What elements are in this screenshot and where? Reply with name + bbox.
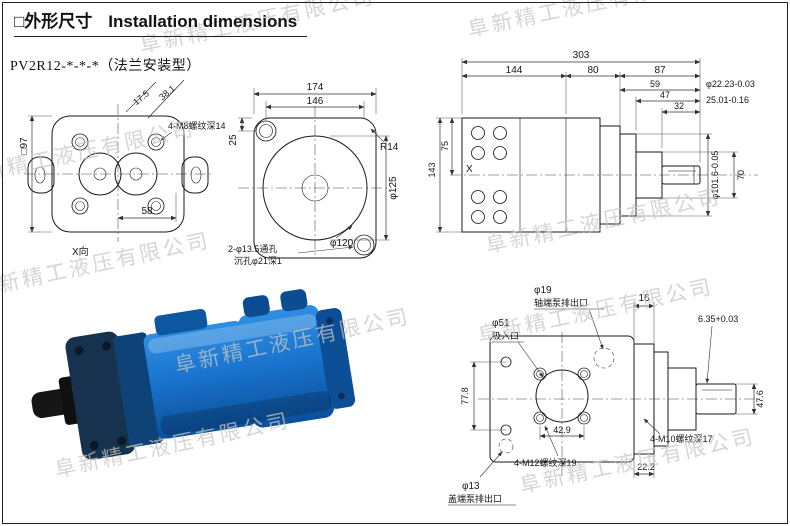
note-counterbore: 沉孔φ21深1 (234, 256, 282, 266)
outlet-port-circle (593, 347, 615, 369)
dim-32: 32 (674, 101, 684, 111)
dim-87: 87 (654, 65, 666, 76)
dim-pilot-diameter: φ101.6-0.05 (710, 151, 720, 200)
pump-port-boss (280, 289, 308, 312)
view-ports: φ19 轴端泵排出口 φ51 吸入口 16 6.35+0.03 77.8 (448, 285, 765, 506)
dim-146: 146 (307, 96, 324, 107)
dim-shaft-diameter: φ22.23-0.03 (706, 79, 755, 89)
section-title-en: Installation dimensions (108, 12, 298, 31)
view-direction-label: X向 (72, 245, 89, 258)
dim-303: 303 (573, 50, 590, 61)
dim-58: 58 (141, 206, 153, 217)
dim-47-6: 47.6 (755, 390, 765, 408)
note-through-holes: 2-φ13.5通孔 (228, 244, 277, 254)
dim-47: 47 (660, 90, 670, 100)
pump-photo (31, 289, 356, 460)
dim-143: 143 (427, 162, 437, 177)
dim-r14: R14 (380, 142, 399, 153)
view-rear-mounting: □97 17.5 38.1 58 4-M8螺纹深14 X向 (19, 79, 226, 258)
dim-16: 16 (638, 293, 650, 304)
section-mark-x: X (466, 164, 473, 175)
drain-name-label: 盖端泵排出口 (448, 493, 502, 504)
dim-dia120: φ120 (330, 238, 354, 249)
drain-port-circle (498, 438, 514, 454)
dim-174: 174 (307, 82, 324, 93)
dim-square-97: □97 (19, 137, 30, 155)
outlet-diameter-label: φ19 (534, 285, 552, 296)
dim-80: 80 (587, 65, 599, 76)
flange-pilot-circle (262, 135, 368, 241)
dim-75: 75 (440, 141, 450, 151)
model-label: PV2R12-*-*-*（法兰安装型） (10, 59, 201, 74)
note-m10-threads: 4-M10螺纹深17 (650, 433, 713, 444)
note-m8-threads: 4-M8螺纹深14 (168, 120, 226, 131)
pump-main-body (143, 320, 257, 439)
inlet-name-label: 吸入口 (492, 331, 519, 341)
dim-59: 59 (650, 79, 660, 89)
dim-dia125: φ125 (388, 176, 399, 200)
note-m12-threads: 4-M12螺纹深19 (514, 457, 577, 468)
view-flange: 174 146 R14 25 φ125 φ120 2-φ13.5通孔 (228, 82, 399, 266)
outlet-name-label: 轴端泵排出口 (534, 297, 588, 308)
dim-key-width: 6.35+0.03 (698, 314, 738, 324)
dim-77-8: 77.8 (460, 387, 470, 405)
dim-38-1: 38.1 (157, 83, 177, 102)
flange-outline (253, 117, 377, 259)
dim-17-5: 17.5 (131, 88, 151, 107)
section-title: □外形尺寸 Installation dimensions (14, 7, 308, 37)
section-title-cn: □外形尺寸 (14, 12, 93, 31)
dim-42-9: 42.9 (553, 425, 571, 435)
pump-port-boss (242, 295, 270, 318)
rear-body-outline (51, 115, 185, 233)
suction-port-circle (535, 369, 589, 423)
dim-70: 70 (736, 170, 746, 180)
pump-rear-body (238, 304, 335, 428)
dim-22-2: 22.2 (637, 462, 655, 472)
pump-end-cap (315, 308, 356, 409)
dim-shaft-key-height: 25.01-0.16 (706, 95, 749, 105)
drain-diameter-label: φ13 (462, 481, 480, 492)
inlet-diameter-label: φ51 (492, 318, 510, 329)
dim-25: 25 (228, 134, 239, 146)
view-side: 303 144 80 87 59 47 32 φ22.23-0.03 25.01… (427, 50, 758, 233)
dim-144: 144 (506, 65, 523, 76)
